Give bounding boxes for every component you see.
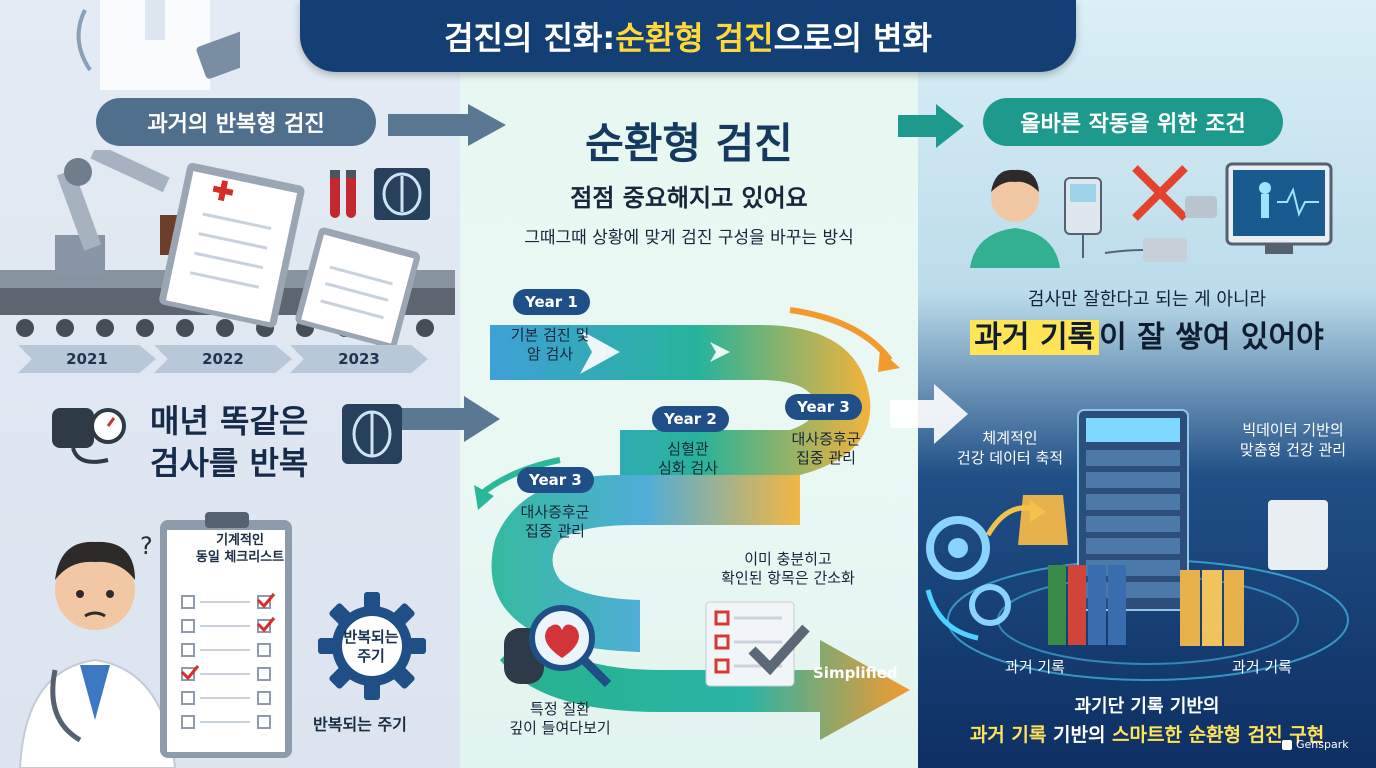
simplified-label: Simplified [813, 664, 898, 682]
test-tubes-xray-icon [330, 168, 430, 220]
year-2022: 2022 [154, 345, 292, 373]
confused-doctor-illustration: ? [18, 532, 177, 768]
step-text: 대사증후군 집중 관리 [791, 430, 861, 467]
bottom-caption-line2: 과거 기록 기반의 스마트한 순환형 검진 구현 [969, 724, 1325, 746]
condition-line1: 검사만 잘한다고 되는 게 아니라 [1027, 289, 1267, 310]
checklist-clipboard-icon [160, 512, 292, 758]
bigdata-care-label: 빅데이터 기반의 맞춤형 건강 관리 [1239, 421, 1347, 459]
conveyor-robot-illustration [0, 150, 455, 349]
data-server-illustration [925, 409, 1349, 681]
step-text: 기본 검진 및 암 검사 [510, 326, 590, 363]
brand-watermark: Genspark [1282, 738, 1349, 751]
simplify-text: 이미 충분히고 확인된 항목은 간소화 [721, 550, 855, 587]
xray-icon [342, 404, 402, 464]
record-label-right: 과거 기록 [1232, 658, 1292, 676]
year-2021: 2021 [18, 345, 156, 373]
year-tag: Year 3 [785, 394, 862, 420]
bottom-caption-line1: 과기단 기록 기반의 [1074, 696, 1220, 717]
heart-magnifier-icon [504, 605, 612, 688]
record-label-left: 과거 기록 [1005, 658, 1065, 676]
checklist-title: 기계적인 동일 체크리스트 [195, 533, 285, 565]
simplified-checklist-icon [705, 601, 810, 687]
cyclic-description: 그때그때 상황에 맞게 검진 구성을 바꾸는 방식 [524, 228, 854, 248]
gear-icon [318, 592, 426, 700]
step-text: 심혈관 심화 검사 [658, 440, 718, 477]
year-timeline: 2021 2022 2023 [18, 345, 428, 373]
year-tag: Year 2 [652, 406, 729, 432]
step-text: 대사증후군 집중 관리 [520, 503, 590, 540]
cyclic-subtitle: 점점 중요해지고 있어요 [570, 184, 808, 212]
past-section-pill: 과거의 반복형 검진 [96, 98, 376, 146]
blood-pressure-monitor-icon [52, 408, 126, 464]
arrow-right-icon [392, 396, 500, 442]
repeated-tests-heading: 매년 똑같은 검사를 반복 [150, 402, 309, 482]
year-tag: Year 1 [513, 289, 590, 315]
arrow-right-icon [890, 384, 968, 444]
brand-logo-icon [1282, 739, 1292, 750]
cyclic-title: 순환형 검진 [585, 119, 793, 168]
svg-text:?: ? [140, 532, 153, 560]
repeat-cycle-caption: 반복되는 주기 [313, 715, 407, 734]
arrow-right-icon [898, 104, 964, 148]
device-connection-illustration [970, 162, 1333, 268]
arrow-right-icon [388, 104, 506, 146]
repeat-cycle-label: 반복되는 주기 [343, 628, 399, 665]
data-accumulation-label: 체계적인 건강 데이터 축적 [956, 429, 1064, 467]
focus-text: 특정 질환 깊이 들여다보기 [509, 700, 611, 737]
condition-section-pill: 올바른 작동을 위한 조건 [983, 98, 1283, 146]
year-2023: 2023 [290, 345, 428, 373]
doctor-with-tablet-icon [76, 0, 240, 90]
year-tag: Year 3 [517, 467, 594, 493]
